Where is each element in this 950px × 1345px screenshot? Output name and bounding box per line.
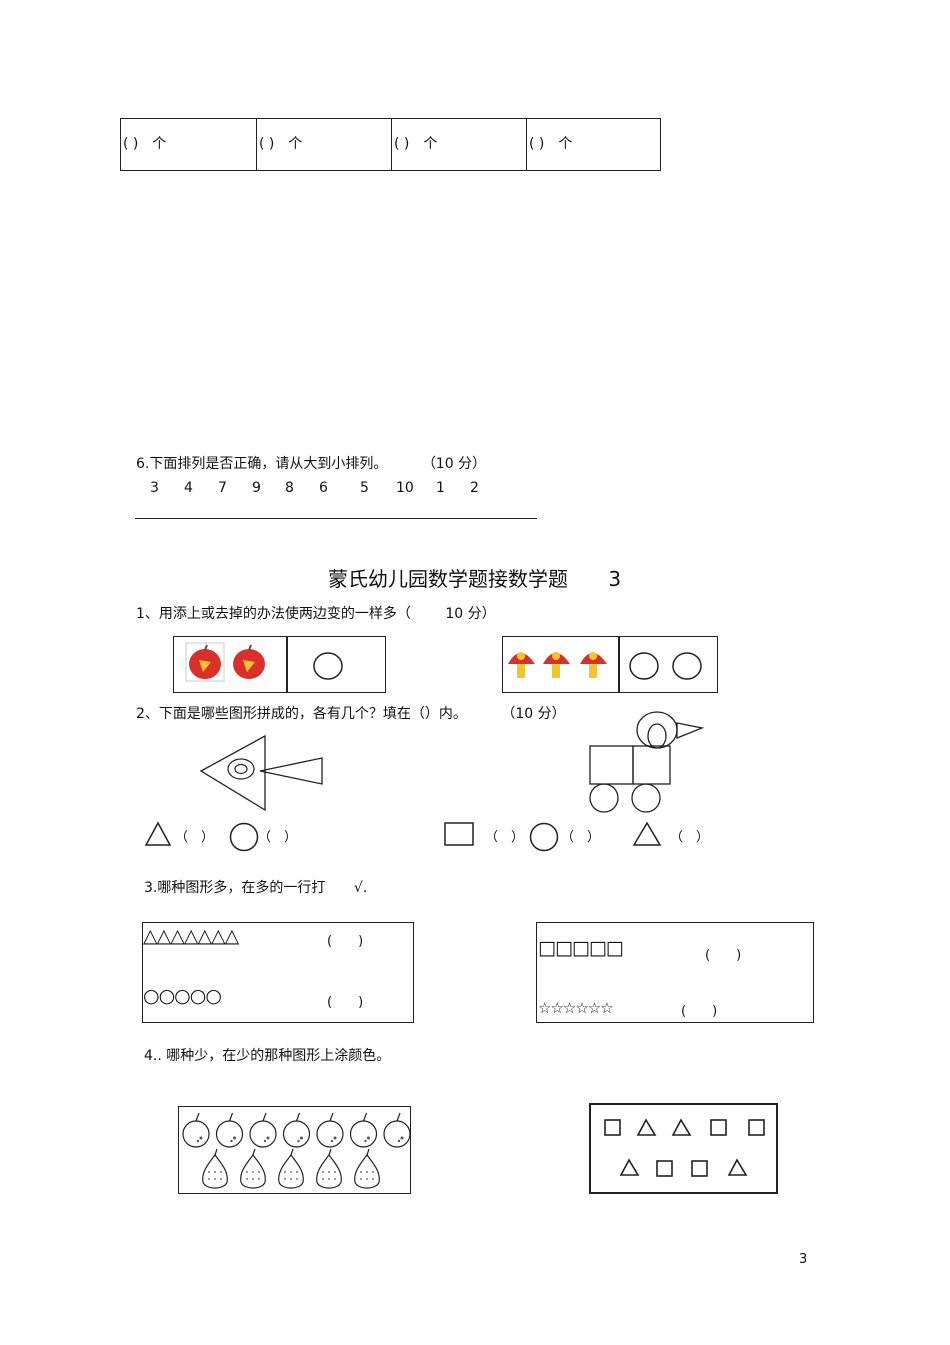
mushroom-icon [508, 652, 535, 678]
round-fruit-icon [182, 1112, 210, 1148]
q6-title-text: 6.下面排列是否正确，请从大到小排列。 [136, 456, 388, 472]
mushroom-icon [580, 652, 607, 678]
triangle-icon [144, 821, 172, 846]
square-icon [604, 1119, 621, 1136]
q2-blank[interactable]: （ ） [670, 830, 710, 845]
q3-right-row1: □□□□□ [538, 937, 624, 959]
square-icon [748, 1119, 765, 1136]
count-cell-3[interactable]: ( ) 个 [391, 118, 527, 171]
q6-score: （10 分） [421, 456, 487, 472]
triangle-icon [619, 1158, 640, 1176]
q2-title: 2、下面是哪些图形拼成的，各有几个？填在（）内。 （10 分） [136, 703, 566, 723]
round-fruit-icon [282, 1112, 311, 1148]
triangle-icon [632, 821, 662, 846]
mushroom-icon-group [508, 652, 607, 678]
q1-score: 10 分） [445, 606, 496, 622]
q3-blank[interactable]: ( ) [327, 995, 364, 1010]
square-icon [691, 1160, 708, 1177]
triangle-icon [727, 1158, 748, 1176]
square-icon [656, 1160, 673, 1177]
q2-title-text: 2、下面是哪些图形拼成的，各有几个？填在（）内。 [136, 706, 467, 722]
q6-number: 2 [470, 480, 479, 496]
q1-left-divider [286, 636, 288, 693]
round-fruit-icon [249, 1112, 277, 1148]
section-number: 3 [608, 567, 622, 591]
q6-number: 3 [150, 480, 159, 496]
section-title: 蒙氏幼儿园数学题接数学题 3 [328, 563, 621, 592]
count-cell-1[interactable]: ( ) 个 [120, 118, 257, 171]
q2-blank[interactable]: （ ） [258, 830, 298, 845]
q6-number: 9 [252, 480, 261, 496]
round-fruit-icon [349, 1112, 378, 1148]
circle-icon [313, 652, 343, 680]
q3-left-box [142, 922, 414, 1023]
section-title-text: 蒙氏幼儿园数学题接数学题 [328, 567, 568, 591]
square-icon [710, 1119, 727, 1136]
apple-icon-group [185, 642, 265, 682]
page-number: 3 [799, 1252, 808, 1267]
q3-blank[interactable]: ( ) [327, 934, 364, 949]
q6-answer-line[interactable] [135, 518, 537, 519]
triangle-icon [636, 1118, 657, 1136]
q3-left-row2: ○○○○○ [143, 985, 222, 1007]
q3-right-row2: ☆☆☆☆☆☆ [538, 999, 614, 1017]
q3-right-box [536, 922, 814, 1023]
circle-icon-pair [629, 652, 702, 680]
q6-number: 7 [218, 480, 227, 496]
q6-number: 10 [396, 480, 414, 496]
q3-blank[interactable]: ( ) [705, 948, 742, 963]
fish-figure [199, 734, 323, 812]
q1-title: 1、用添上或去掉的办法使两边变的一样多（ 10 分） [136, 603, 496, 623]
q1-title-text: 1、用添上或去掉的办法使两边变的一样多（ [136, 606, 411, 622]
q2-blank[interactable]: （ ） [561, 830, 601, 845]
q2-score: （10 分） [501, 706, 566, 722]
fruit-figure [182, 1112, 411, 1189]
square-icon [444, 822, 474, 846]
q6-number: 8 [285, 480, 294, 496]
q3-blank[interactable]: ( ) [681, 1004, 718, 1019]
q3-title: 3.哪种图形多，在多的一行打 √. [144, 877, 367, 897]
q1-right-divider [618, 636, 620, 693]
q6-title: 6.下面排列是否正确，请从大到小排列。 （10 分） [136, 453, 486, 473]
q1-right-box [502, 636, 718, 693]
pear-icon [202, 1148, 228, 1189]
q2-blank[interactable]: （ ） [485, 830, 525, 845]
apple-icon [189, 644, 221, 679]
q3-mark: √. [353, 880, 368, 896]
q4-right-box [589, 1103, 778, 1194]
apple-icon [233, 644, 265, 679]
round-fruit-icon [383, 1112, 411, 1148]
q6-number: 1 [436, 480, 445, 496]
circle-icon [529, 822, 559, 852]
q1-left-box [173, 636, 386, 693]
q6-number: 5 [360, 480, 369, 496]
bird-figure [589, 711, 705, 813]
pear-icon [354, 1148, 380, 1189]
pear-icon [240, 1148, 266, 1189]
count-cell-4[interactable]: ( ) 个 [526, 118, 661, 171]
shapes-figure [604, 1118, 765, 1177]
count-cell-2[interactable]: ( ) 个 [256, 118, 392, 171]
triangle-icon [671, 1118, 692, 1136]
mushroom-icon [543, 652, 570, 678]
pear-icon [278, 1148, 304, 1189]
round-fruit-icon [316, 1112, 344, 1148]
pear-icon [316, 1148, 342, 1189]
round-fruit-icon [215, 1112, 244, 1148]
q2-blank[interactable]: （ ） [175, 830, 215, 845]
q4-title: 4.. 哪种少，在少的那种图形上涂颜色。 [144, 1048, 391, 1064]
circle-icon [229, 822, 259, 852]
q4-left-box [178, 1106, 411, 1194]
q6-number: 4 [184, 480, 193, 496]
q6-number: 6 [319, 480, 328, 496]
q3-left-row1: △△△△△△△ [143, 925, 239, 947]
q3-title-text: 3.哪种图形多，在多的一行打 [144, 880, 326, 896]
